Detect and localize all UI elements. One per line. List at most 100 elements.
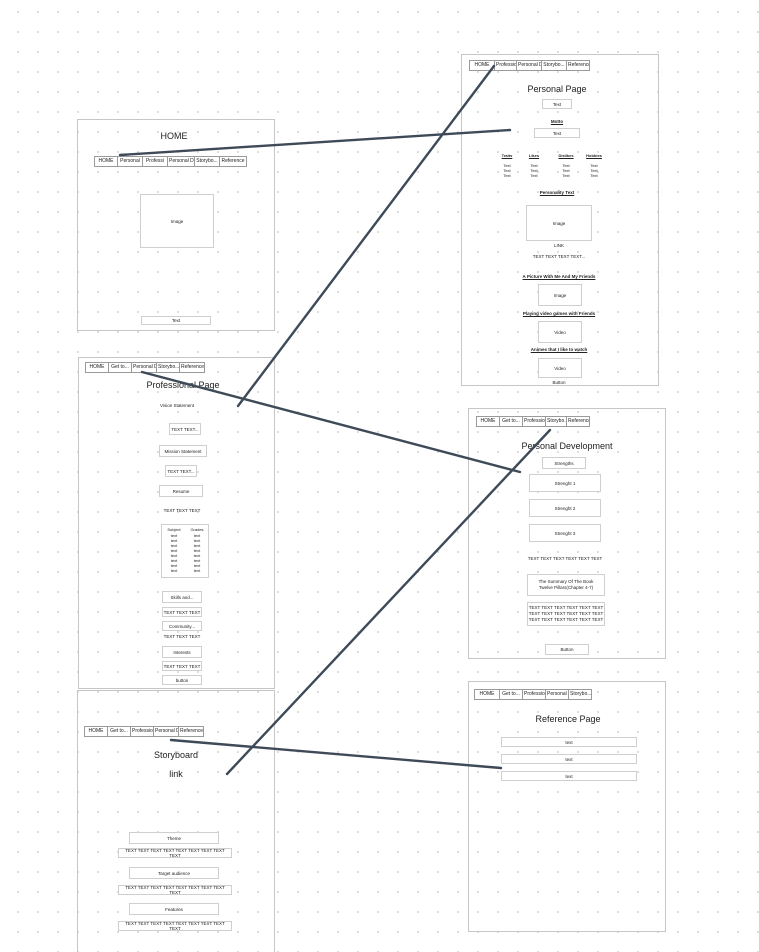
table-cell: text [193,563,201,568]
reference-item: text [501,771,637,781]
professional-title: Professional Page [146,380,220,390]
nav-personal-development[interactable]: Personal D [545,689,569,700]
nav-home[interactable]: HOME [85,362,109,373]
personal-video-2: Video [538,358,582,378]
nav-get-to-know[interactable]: Get to... [499,689,523,700]
subject-column: text text text text text text text text [164,533,184,573]
nav-storyboard[interactable]: Storybo... [194,156,220,167]
audience-text: TEXT TEXT TEXT TEXT TEXT TEXT TEXT TEXT … [118,885,232,895]
audience-box: Target audience [129,867,219,879]
development-nav: HOME Get to... Professio Storybo... Refe… [476,416,590,427]
nav-storyboard[interactable]: Storybo... [541,60,567,71]
strengths-box: Strengths [542,457,586,469]
motto-text-box: Text [534,128,580,138]
professional-nav: HOME Get to... Personal D Storybo... Ref… [85,362,205,373]
nav-reference[interactable]: Reference [219,156,247,167]
traits-heading: Traits [501,153,513,158]
traits-item: Text [503,163,511,168]
home-text-box: Text [141,316,211,325]
development-title: Personal Development [521,441,613,451]
professional-button[interactable]: button [162,675,202,685]
home-title: HOME [160,131,188,141]
table-cell: text [193,548,201,553]
nav-get-to-know[interactable]: Get to... [108,362,132,373]
table-cell: text [193,568,201,573]
friends-label: A Picture With Me And My Friends [522,274,596,279]
nav-professional[interactable]: Professio [130,726,154,737]
reference-nav: HOME Get to... Professio Personal D Stor… [474,689,592,700]
likes-item: Text [530,173,538,178]
dislikes-item: Text [562,163,570,168]
personal-line-text: TEXT TEXT TEXT TEXT... [532,254,586,259]
reference-title: Reference Page [535,714,601,724]
nav-storyboard[interactable]: Storybo... [156,362,180,373]
table-cell: text [170,538,178,543]
dislikes-heading: Dislikes [558,153,574,158]
community-text: TEXT TEXT TEXT [163,634,201,639]
resume-text: TEXT TEXT TEXT [163,508,201,513]
table-cell: text [170,548,178,553]
personal-button[interactable]: Button [552,380,566,385]
nav-get-to-know[interactable]: Get to... [107,726,131,737]
table-cell: text [170,563,178,568]
connector-personal-to-professional [236,64,496,408]
storyboard-link[interactable]: link [169,769,183,779]
nav-professional[interactable]: Professio [522,416,546,427]
nav-home[interactable]: HOME [84,726,108,737]
skills-box: Skills and... [162,591,202,603]
nav-storyboard[interactable]: Storybo... [568,689,592,700]
nav-storyboard[interactable]: Storybo... [545,416,567,427]
community-box: Community... [162,621,202,631]
nav-reference[interactable]: Reference [566,60,590,71]
nav-get-to-know[interactable]: Get to... [499,416,523,427]
reference-frame: HOME Get to... Professio Personal D Stor… [468,681,666,932]
nav-personal-development[interactable]: Personal D [167,156,195,167]
table-cell: text [170,543,178,548]
personality-label: Personality Text [539,190,575,195]
nav-personal[interactable]: Personal [117,156,143,167]
hobbies-item: Text [590,173,598,178]
personal-nav: HOME Professio Personal D Storybo... Ref… [469,60,590,71]
nav-professional[interactable]: Professio [494,60,517,71]
likes-heading: Likes [528,153,540,158]
reference-item: text [501,754,637,764]
nav-home[interactable]: HOME [94,156,118,167]
nav-home[interactable]: HOME [469,60,495,71]
personal-link[interactable]: LINK [553,243,565,248]
skills-text: TEXT TEXT TEXT [162,607,202,617]
personal-video-1: Video [538,321,582,343]
summary-text: The Summary Of The Book Twelve Pillars(C… [538,579,594,590]
nav-personal-development[interactable]: Personal D [131,362,157,373]
table-header-subject: Subject [167,527,181,532]
motto-label: Motto [550,119,564,124]
storyboard-frame: HOME Get to... Professio Personal D Refe… [77,690,275,952]
nav-professional[interactable]: Professio [522,689,546,700]
interests-box: Interests [162,646,202,658]
dislikes-item: Text [562,168,570,173]
strength-2-box: Strenght 2 [529,499,601,517]
nav-professional[interactable]: Professi [142,156,168,167]
table-cell: text [193,538,201,543]
mission-text-box: TEXT TEXT... [165,465,197,477]
nav-reference[interactable]: Reference [179,362,205,373]
vision-label: Vision Statement [160,403,194,408]
development-button[interactable]: Button [545,644,589,655]
likes-list: Text Text Text [526,163,542,178]
nav-reference[interactable]: Reference [566,416,590,427]
nav-home[interactable]: HOME [476,416,500,427]
nav-personal-development[interactable]: Personal D [153,726,179,737]
likes-item: Text [530,163,538,168]
table-cell: text [193,558,201,563]
nav-reference[interactable]: Reference [178,726,204,737]
interests-text: TEXT TEXT TEXT [162,661,202,671]
traits-item: Text [503,168,511,173]
nav-personal-development[interactable]: Personal D [516,60,542,71]
home-nav: HOME Personal Professi Personal D Storyb… [94,156,247,167]
grades-table: Subject Grades text text text text text … [161,524,209,578]
hobbies-list: Text Text Text [583,163,605,178]
development-paragraph: TEXT TEXT TEXT TEXT TEXT TEXT TEXT TEXT … [527,602,605,626]
features-text: TEXT TEXT TEXT TEXT TEXT TEXT TEXT TEXT … [118,921,232,931]
nav-home[interactable]: HOME [474,689,500,700]
strength-3-box: Strenght 3 [529,524,601,542]
development-text: TEXT TEXT TEXT TEXT TEXT TEXT [527,556,603,561]
